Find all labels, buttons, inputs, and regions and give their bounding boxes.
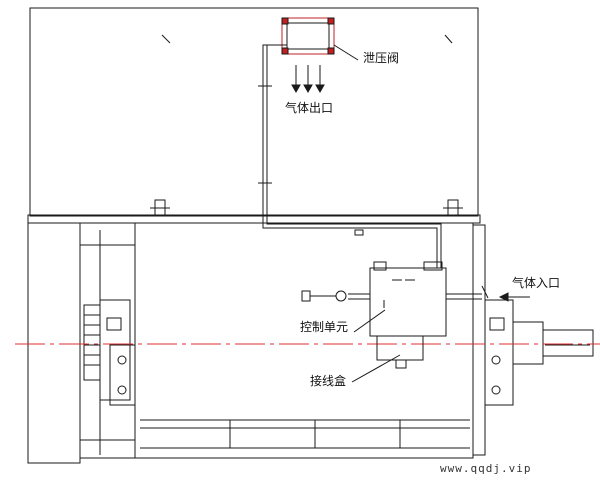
left-bolt-upper	[117, 355, 127, 365]
control-unit-body	[301, 261, 489, 337]
label-control-unit: 控制单元	[300, 320, 348, 334]
left-bearing-slot	[106, 317, 122, 331]
left-bracket	[79, 222, 136, 459]
motor-frame	[134, 222, 474, 459]
top-cooler-box	[29, 7, 479, 217]
gas-piping	[258, 44, 442, 268]
right-bolt-upper	[491, 355, 501, 365]
relief-valve-symbol	[281, 17, 359, 61]
left-end-shield	[27, 222, 81, 464]
label-relief-valve: 泄压阀	[363, 51, 399, 65]
right-end-plate	[472, 224, 486, 456]
left-bearing-block	[99, 299, 131, 401]
right-bolt-lower	[491, 385, 501, 395]
label-gas-inlet: 气体入口	[512, 275, 560, 290]
right-bearing-slot	[489, 317, 505, 331]
shaft-extension	[542, 329, 594, 357]
gas-outlet-arrows	[291, 65, 325, 94]
left-terminal-strip	[83, 304, 101, 381]
label-gas-outlet: 气体出口	[285, 100, 333, 115]
motor-outline	[27, 7, 594, 464]
left-bolt-lower	[117, 385, 127, 395]
junction-box-body	[376, 335, 424, 369]
right-bearing-block	[484, 299, 514, 406]
leader-lines	[351, 309, 401, 383]
watermark: www.qqdj.vip	[440, 462, 531, 475]
shaft-collar	[512, 321, 544, 365]
gas-inlet-arrow	[498, 292, 530, 302]
label-junction-box: 接线盒	[310, 373, 346, 388]
